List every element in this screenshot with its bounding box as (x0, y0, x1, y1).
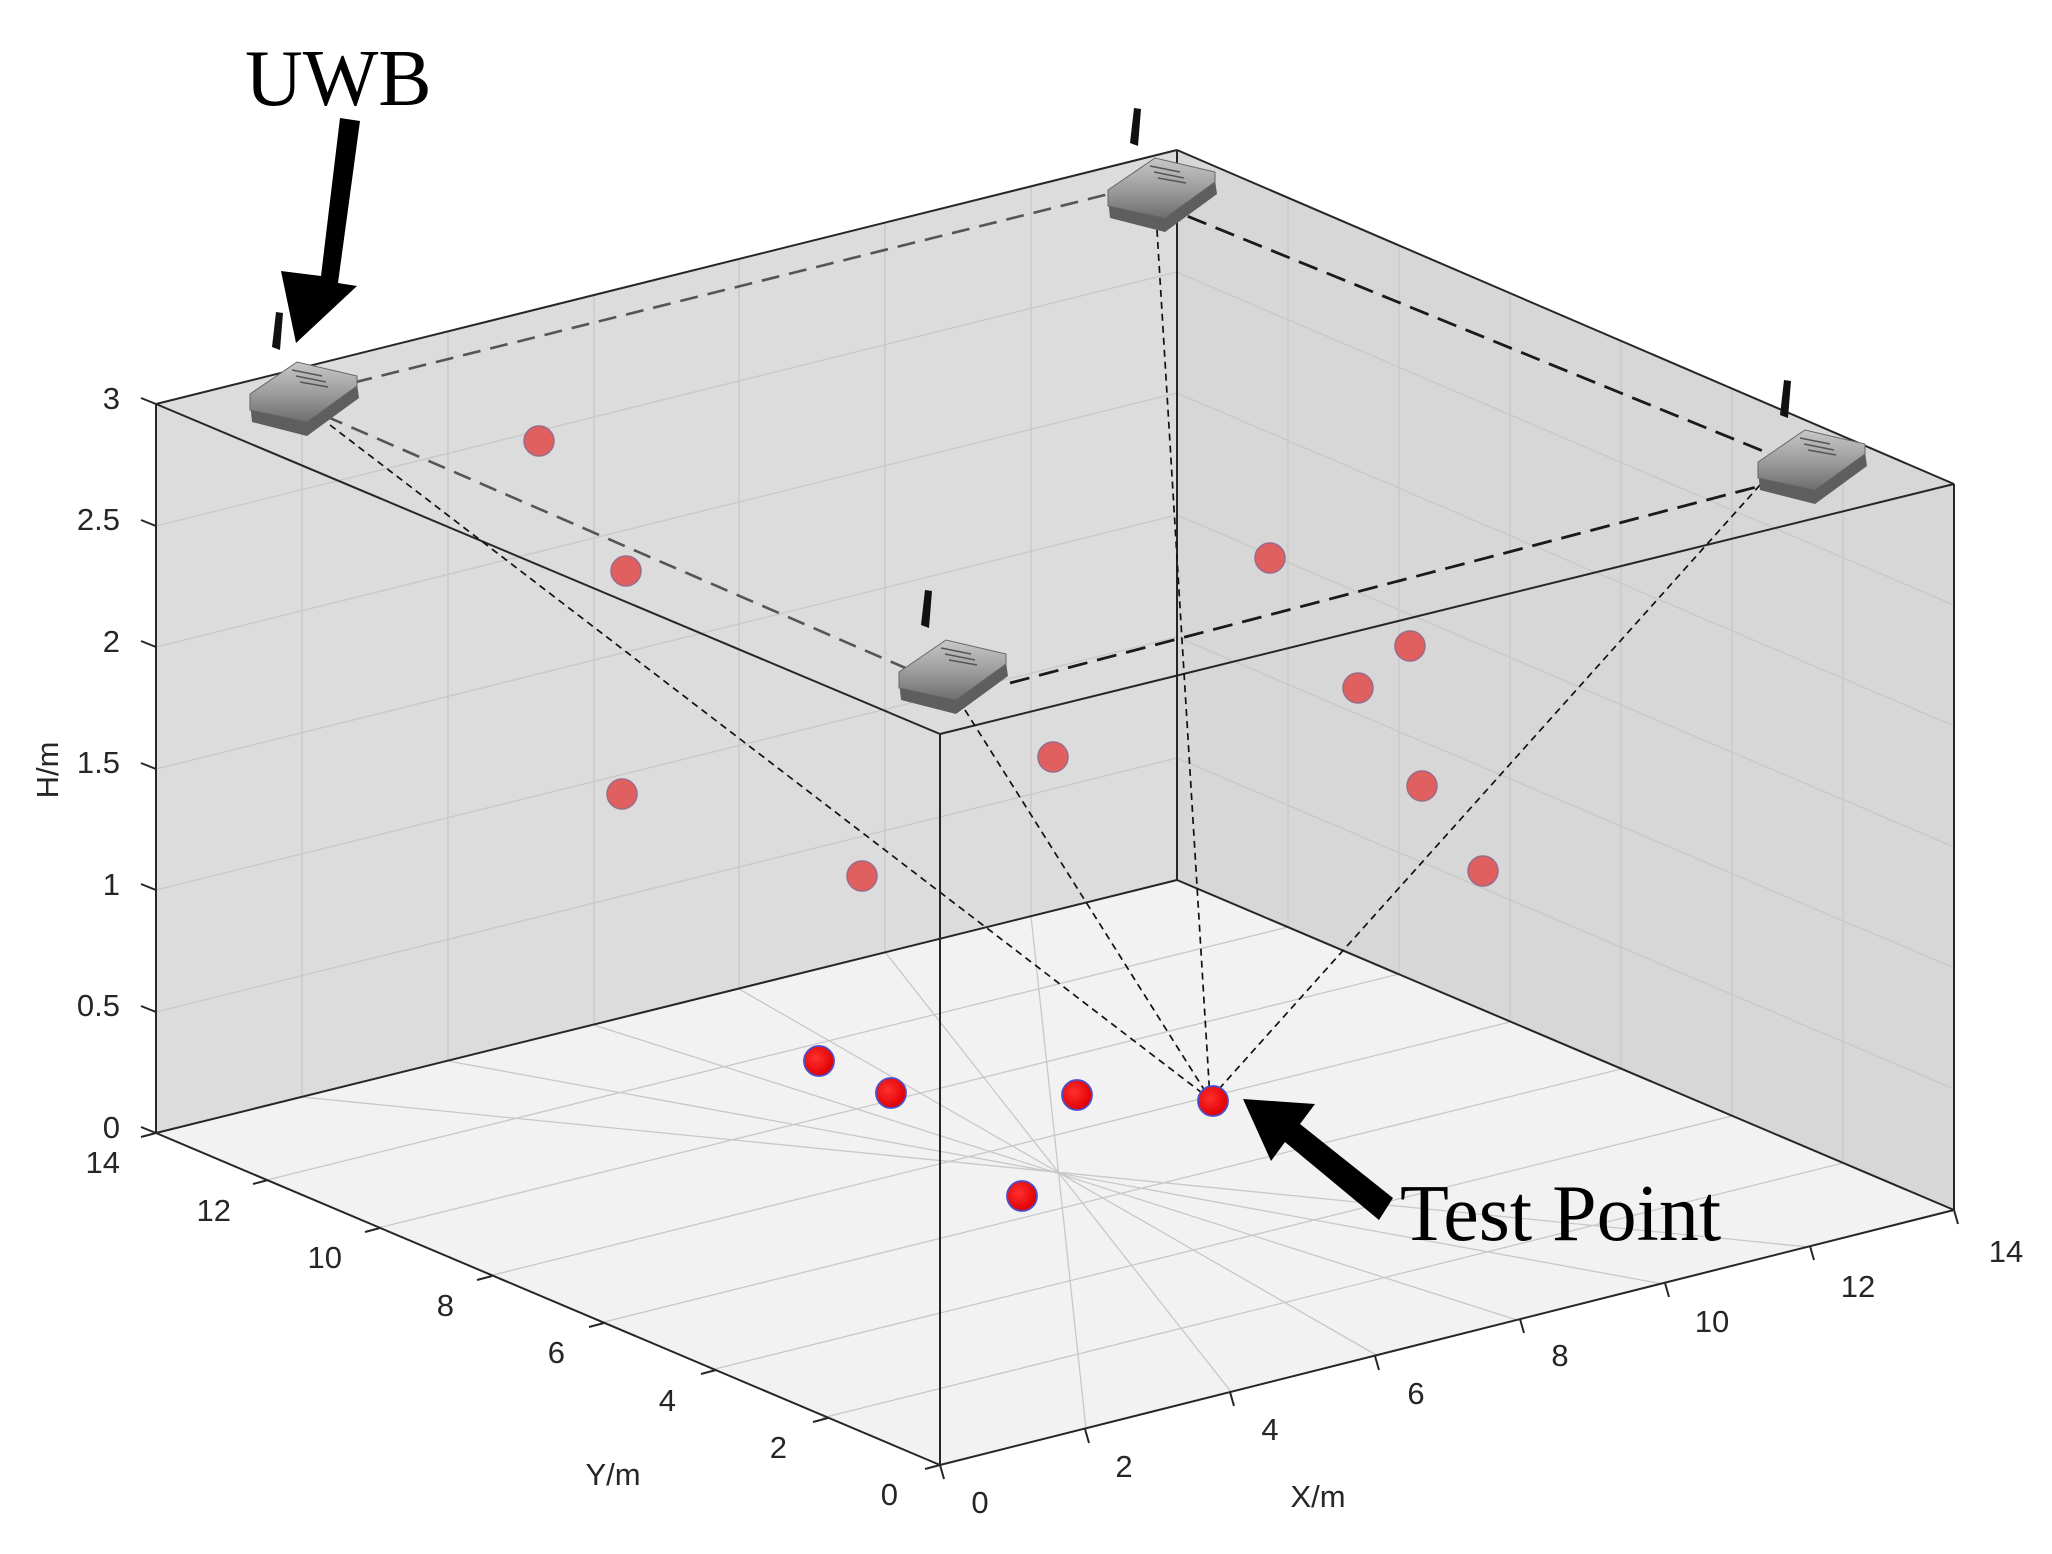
uwb-callout: UWB (245, 35, 432, 343)
z-tick-label: 2.5 (77, 502, 120, 537)
data-point (610, 555, 642, 587)
data-point (1254, 542, 1286, 574)
data-point (1406, 770, 1438, 802)
uwb-anchor-icon (1107, 108, 1217, 232)
test-point-marker (1197, 1085, 1229, 1117)
x-tick-label: 10 (1695, 1304, 1729, 1339)
y-tick-label: 2 (770, 1430, 787, 1465)
grid-back-left-wall (155, 186, 1178, 1097)
data-point (846, 860, 878, 892)
uwb-anchor-icon (898, 590, 1008, 714)
z-axis: 0 0.5 1 1.5 2 2.5 3 H/m (30, 381, 157, 1145)
data-point (523, 425, 555, 457)
data-point (1342, 672, 1374, 704)
x-tick-label: 6 (1407, 1376, 1424, 1411)
z-tick-label: 3 (103, 381, 120, 416)
x-tick-label: 12 (1841, 1269, 1875, 1304)
uwb-label: UWB (245, 35, 432, 123)
y-axis: 0 2 4 6 8 10 12 14 Y/m (86, 1132, 941, 1512)
z-tick-label: 0.5 (77, 988, 120, 1023)
data-point (1037, 741, 1069, 773)
data-point (803, 1045, 835, 1077)
x-axis-label: X/m (1290, 1479, 1345, 1514)
data-point (606, 778, 638, 810)
arrow-icon (281, 118, 360, 343)
z-axis-label: H/m (30, 742, 65, 799)
test-point-label: Test Point (1400, 1170, 1721, 1258)
y-tick-label: 14 (86, 1145, 120, 1180)
uwb-anchor-icon (249, 312, 359, 436)
grid-back-right-wall (1176, 198, 1955, 1163)
y-axis-label: Y/m (585, 1457, 640, 1492)
y-tick-label: 0 (881, 1477, 898, 1512)
x-tick-label: 14 (1989, 1234, 2023, 1269)
anchor-links (299, 183, 1786, 685)
test-point-callout: Test Point (1243, 1099, 1721, 1258)
y-tick-label: 8 (437, 1288, 454, 1323)
x-tick-label: 8 (1551, 1338, 1568, 1373)
x-tick-label: 4 (1261, 1412, 1278, 1447)
arrow-icon (1243, 1099, 1393, 1220)
data-point (1467, 855, 1499, 887)
x-axis: 0 2 4 6 8 10 12 14 X/m (939, 1209, 2023, 1520)
x-tick-label: 0 (971, 1485, 988, 1520)
z-tick-label: 1.5 (77, 745, 120, 780)
wall-points (523, 425, 1499, 892)
y-tick-label: 10 (308, 1240, 342, 1275)
x-tick-label: 2 (1115, 1449, 1132, 1484)
ranging-rays (329, 229, 1761, 1100)
y-tick-label: 4 (659, 1383, 676, 1418)
floor-points (803, 1045, 1229, 1212)
grid-floor (266, 915, 1844, 1430)
y-tick-label: 12 (197, 1193, 231, 1228)
data-point (875, 1077, 907, 1109)
y-tick-label: 6 (548, 1335, 565, 1370)
data-point (1061, 1079, 1093, 1111)
data-point (1394, 630, 1426, 662)
z-tick-label: 1 (103, 867, 120, 902)
z-tick-label: 0 (103, 1110, 120, 1145)
uwb-anchor-icon (1757, 380, 1867, 504)
data-point (1006, 1180, 1038, 1212)
back-right-wall (1177, 150, 1954, 1210)
z-tick-label: 2 (103, 624, 120, 659)
